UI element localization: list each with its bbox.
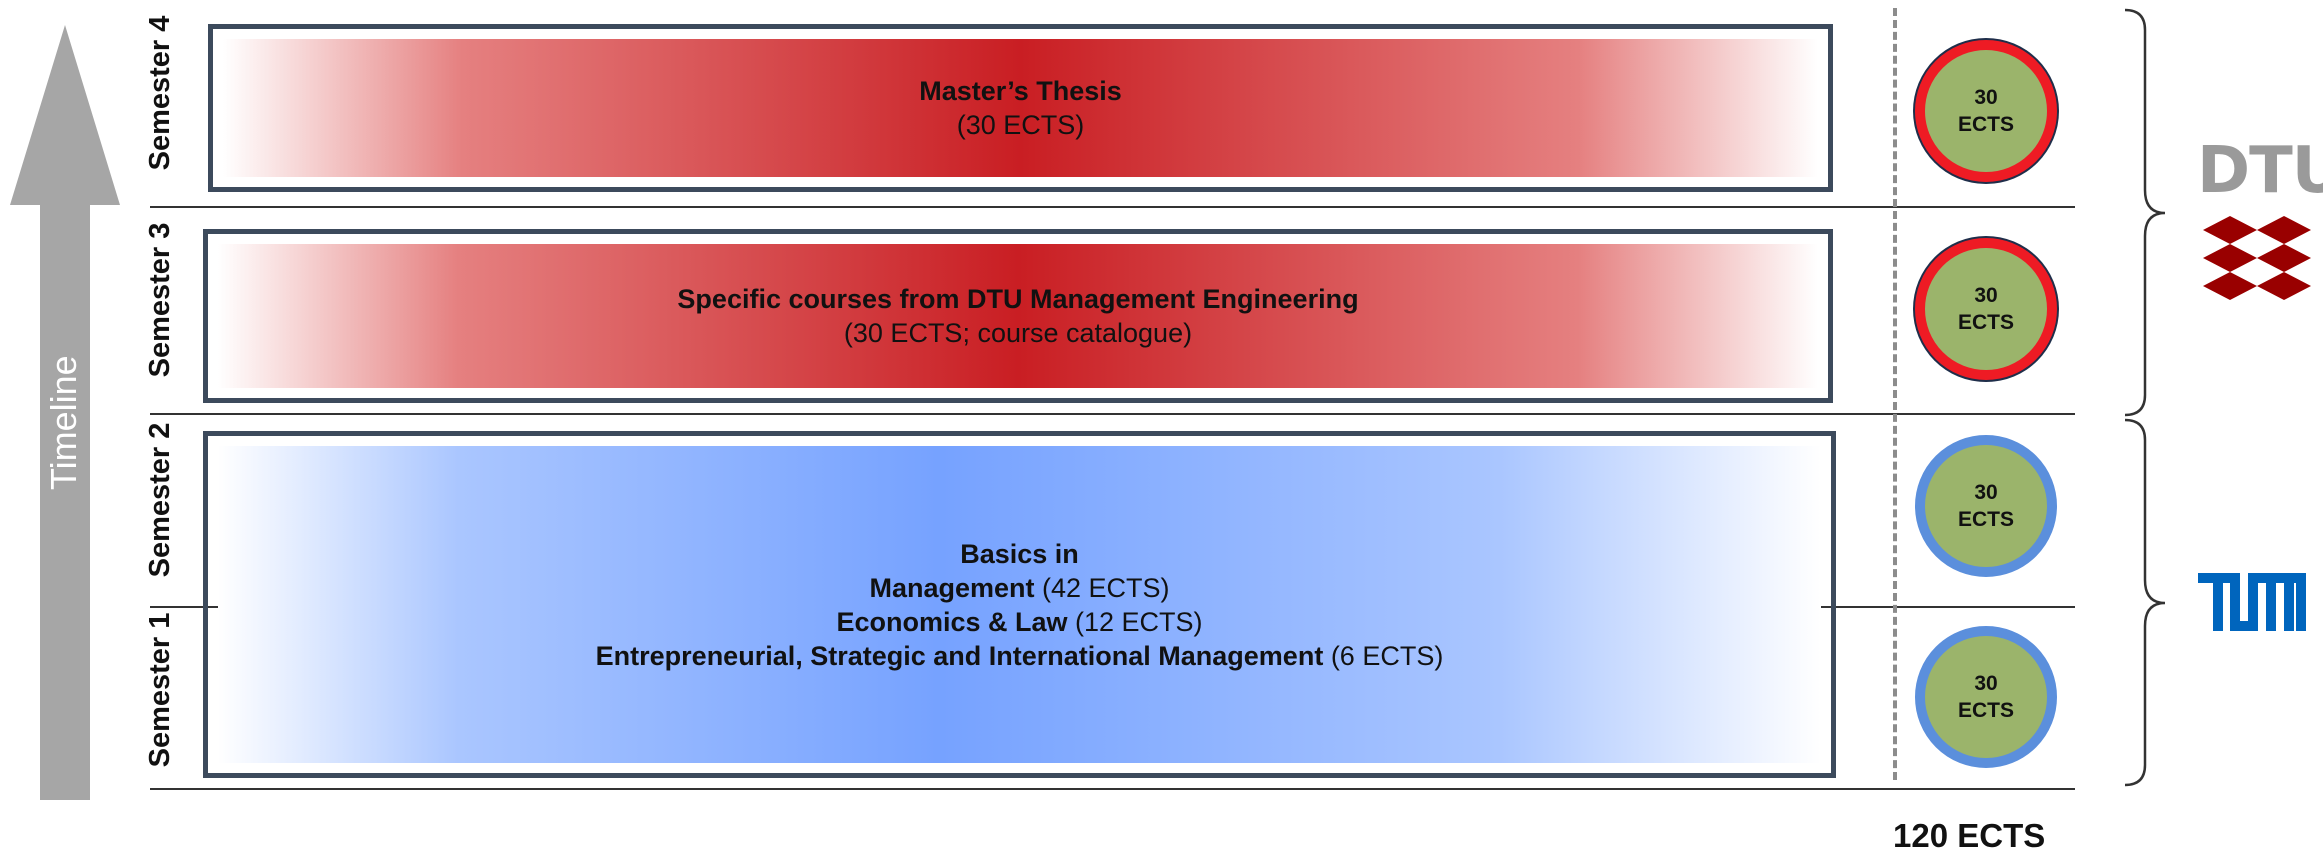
basics-economics-line: Economics & Law (12 ECTS) xyxy=(596,605,1444,639)
thesis-box: Master’s Thesis (30 ECTS) xyxy=(208,24,1833,192)
semester-1-label: Semester 1 xyxy=(144,612,176,768)
dtu-courses-detail: (30 ECTS; course catalogue) xyxy=(843,318,1193,348)
separator-line xyxy=(150,606,230,608)
dtu-logo: DTU xyxy=(2195,134,2323,300)
ects-value: 30 xyxy=(1974,86,1998,109)
dtu-emblem-icon xyxy=(2203,216,2311,300)
tum-logo-icon xyxy=(2198,573,2306,631)
semester-4-label: Semester 4 xyxy=(144,15,176,171)
dtu-courses-gradient xyxy=(218,244,1818,388)
basics-gradient xyxy=(218,446,1821,763)
economics-label: Economics & Law xyxy=(836,606,1068,637)
basics-heading: Basics in xyxy=(960,538,1079,569)
entrepreneurial-ects: (6 ECTS) xyxy=(1323,640,1444,671)
management-ects: (42 ECTS) xyxy=(1034,572,1170,603)
ects-badge-semester-1: 30 ECTS xyxy=(1915,626,2057,768)
entrepreneurial-label: Entrepreneurial, Strategic and Internati… xyxy=(595,640,1324,671)
ects-unit: ECTS xyxy=(1957,699,2014,722)
timeline-label: Timeline xyxy=(43,355,84,490)
basics-box: Basics in Management (42 ECTS) Economics… xyxy=(203,431,1836,778)
ects-unit: ECTS xyxy=(1957,311,2014,334)
semester-3-label: Semester 3 xyxy=(144,222,176,378)
basics-management-line: Management (42 ECTS) xyxy=(596,571,1444,605)
dashed-divider xyxy=(1893,8,1897,780)
dtu-courses-box: Specific courses from DTU Management Eng… xyxy=(203,229,1833,403)
ects-badge-semester-2: 30 ECTS xyxy=(1915,435,2057,577)
brace-icon xyxy=(2124,8,2166,787)
separator-line xyxy=(1812,606,2075,608)
total-ects: 120 ECTS xyxy=(1893,817,2046,854)
ects-unit: ECTS xyxy=(1957,508,2014,531)
ects-value: 30 xyxy=(1974,672,1998,695)
thesis-gradient xyxy=(223,39,1818,177)
separator-line xyxy=(150,788,2075,790)
ects-value: 30 xyxy=(1974,481,1998,504)
thesis-detail: (30 ECTS) xyxy=(956,110,1085,140)
basics-entre-line: Entrepreneurial, Strategic and Internati… xyxy=(596,639,1444,673)
semester-2-label: Semester 2 xyxy=(144,422,176,578)
ects-value: 30 xyxy=(1974,284,1998,307)
dtu-courses-title: Specific courses from DTU Management Eng… xyxy=(677,284,1359,314)
ects-badge-semester-3: 30 ECTS xyxy=(1915,238,2057,380)
separator-line xyxy=(150,413,2075,415)
timeline-arrow xyxy=(10,25,120,800)
separator-line xyxy=(150,206,2075,208)
ects-badge-semester-4: 30 ECTS xyxy=(1915,40,2057,182)
management-label: Management xyxy=(869,572,1035,603)
thesis-title: Master’s Thesis xyxy=(919,76,1122,106)
ects-unit: ECTS xyxy=(1957,113,2014,136)
economics-ects: (12 ECTS) xyxy=(1067,606,1203,637)
dtu-logo-text: DTU xyxy=(2197,134,2323,208)
